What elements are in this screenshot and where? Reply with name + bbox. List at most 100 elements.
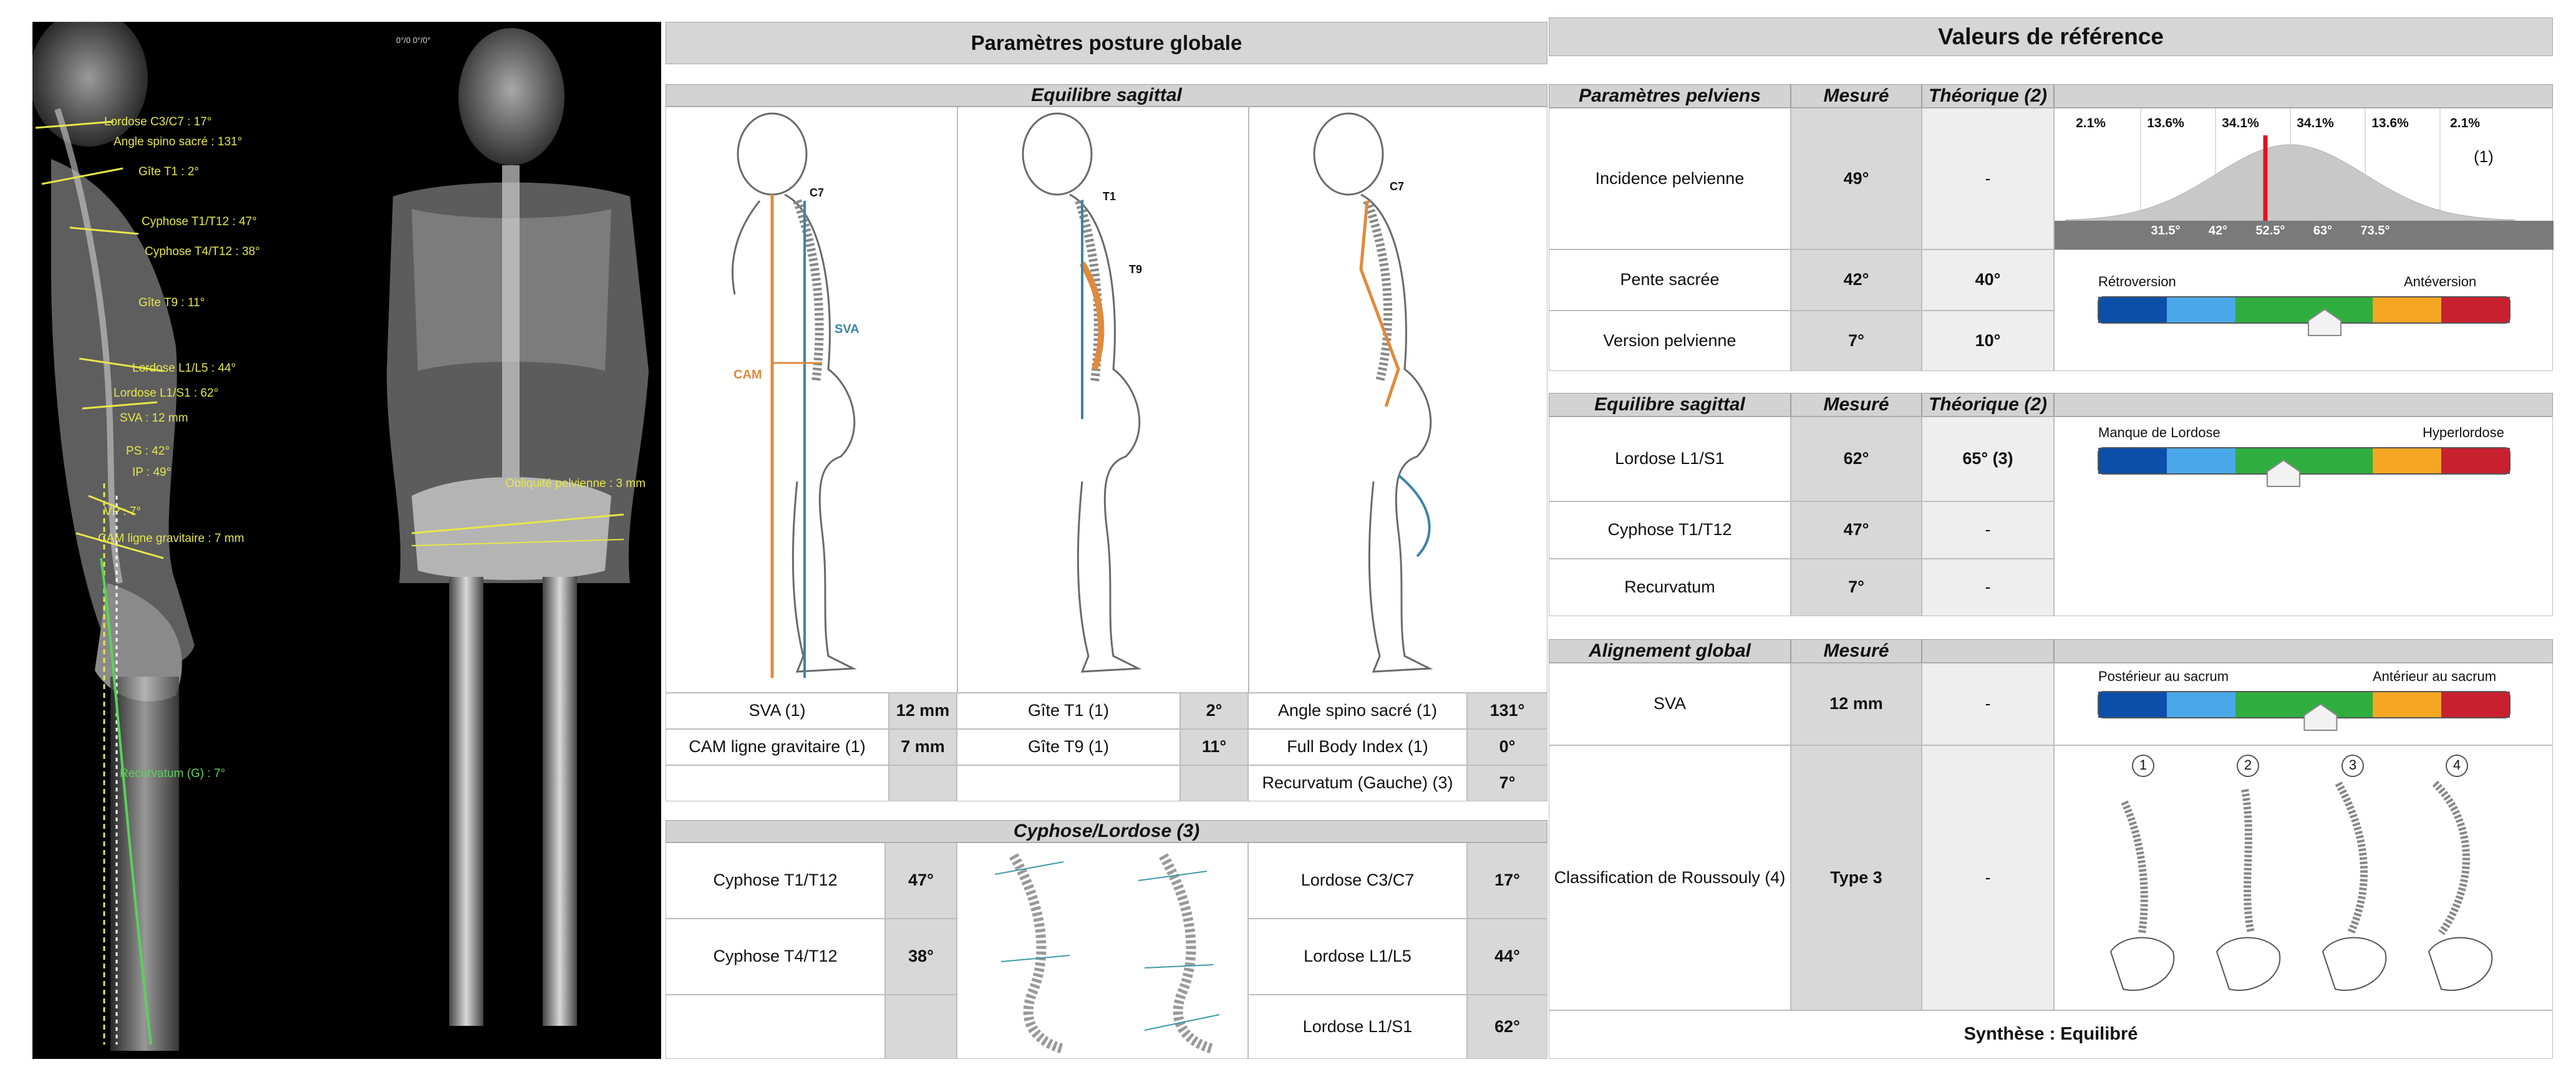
- gauge-segment: [2235, 297, 2304, 323]
- roussouly-types: 1 2 3 4: [2054, 745, 2553, 1010]
- axis-4: 73.5°: [2360, 224, 2390, 238]
- label-t1: T1: [1103, 190, 1116, 203]
- cell-recurvatum-label: Recurvatum (Gauche) (3): [1248, 765, 1467, 801]
- cell-roussouly-theo: -: [1922, 745, 2054, 1010]
- gauge-segment: [2373, 297, 2441, 323]
- type-3: 3: [2348, 757, 2357, 773]
- sagittal-figures-svg: [731, 107, 1433, 693]
- gauge-lordose-left: Manque de Lordose: [2098, 425, 2220, 440]
- distribution-chart: 2.1% 13.6% 34.1% 34.1% 13.6% 2.1% (1) 31…: [2054, 108, 2554, 250]
- pelvic-hdr-mesure: Mesuré: [1791, 84, 1922, 108]
- cell-incidence-label: Incidence pelvienne: [1549, 108, 1791, 249]
- sag-hdr-blank: [2054, 393, 2553, 417]
- spine-illustrations-svg: [994, 853, 1220, 1054]
- figure-spino: [1313, 112, 1433, 673]
- label-sva: SVA: [835, 322, 859, 336]
- cell-sva-label: SVA (1): [666, 693, 889, 729]
- gauge-lordose-right: Hyperlordose: [2423, 425, 2504, 440]
- pct-2: 34.1%: [2222, 116, 2259, 130]
- cell-version-label: Version pelvienne: [1549, 311, 1791, 371]
- cell-roussouly-value: Type 3: [1791, 745, 1922, 1010]
- gauge-segment: [2098, 692, 2167, 718]
- gauge-segment: [2441, 692, 2510, 718]
- gauge-segment: [2373, 692, 2441, 718]
- pct-3: 34.1%: [2297, 116, 2334, 130]
- type-1: 1: [2139, 757, 2147, 773]
- cell-recurv-theo: -: [1922, 559, 2054, 616]
- ann-cyphose-t1t12: Cyphose T1/T12 : 47°: [142, 215, 257, 228]
- cell-lordose-value: 62°: [1791, 417, 1922, 501]
- ann-lordose-l1l5: Lordose L1/L5 : 44°: [132, 362, 236, 375]
- frontal-header-text: 0°/0 0°/0°: [396, 36, 431, 45]
- roussouly-svg: [2109, 755, 2493, 991]
- cell-recurv-value: 7°: [1791, 559, 1922, 616]
- xray-lateral: Lordose C3/C7 : 17° Angle spino sacré : …: [29, 9, 374, 1059]
- ann-recurvatum: Recurvatum (G) : 7°: [120, 767, 226, 780]
- xray-lateral-image: [29, 9, 195, 1051]
- cell-lordose-label: Lordose L1/S1: [1549, 417, 1791, 501]
- gauge-segment: [2373, 448, 2441, 474]
- align-hdr-blank2: [2054, 639, 2553, 663]
- gauge-segment: [2167, 297, 2235, 323]
- pelvic-hdr-theorique: Théorique (2): [1922, 84, 2054, 108]
- ann-angle-spino: Angle spino sacré : 131°: [114, 135, 243, 148]
- cell-pente-value: 42°: [1791, 249, 1922, 311]
- cell-recurv-label: Recurvatum: [1549, 559, 1791, 616]
- gauge-segment: [2167, 692, 2235, 718]
- cell-empty-2: [889, 765, 957, 801]
- ann-sva: SVA : 12 mm: [120, 412, 188, 425]
- cell-cyphose-label: Cyphose T1/T12: [1549, 501, 1791, 559]
- gauge-segment: [2098, 297, 2167, 323]
- synthesis: Synthèse : Equilibré: [1549, 1010, 2553, 1059]
- ann-lordose-c3c7: Lordose C3/C7 : 17°: [104, 115, 212, 128]
- cyphose-header: Cyphose/Lordose (3): [666, 820, 1547, 843]
- label-c7: C7: [810, 186, 825, 199]
- gauge-pelvic-bar: [2098, 296, 2511, 336]
- cell-pente-label: Pente sacrée: [1549, 249, 1791, 311]
- pelvic-hdr-param: Paramètres pelviens: [1549, 84, 1791, 108]
- sagittal-figures: C7 SVA CAM T1 T9 C7: [666, 107, 1547, 693]
- cell-gite-t1-label: Gîte T1 (1): [957, 693, 1180, 729]
- pelvic-gauge-area: Rétroversion Antéversion: [2054, 249, 2553, 371]
- cell-sva-r-label: SVA: [1549, 663, 1791, 745]
- cell-roussouly-label: Classification de Roussouly (4): [1549, 745, 1791, 1010]
- cell-cam-label: CAM ligne gravitaire (1): [666, 729, 889, 765]
- cell-lordose-l1l5-value: 44°: [1467, 919, 1547, 995]
- gauge-segment: [2098, 448, 2167, 474]
- cell-incidence-value: 49°: [1791, 108, 1922, 249]
- cell-cyphose-t4t12-label: Cyphose T4/T12: [666, 919, 885, 995]
- label-t9: T9: [1129, 263, 1143, 276]
- gauge-outline: [2098, 447, 2511, 475]
- pct-4: 13.6%: [2371, 116, 2409, 130]
- cell-gite-t1-value: 2°: [1180, 693, 1248, 729]
- lordose-gauge-area: Manque de Lordose Hyperlordose: [2054, 417, 2553, 616]
- cell-fbi-value: 0°: [1467, 729, 1547, 765]
- gauge-pointer: [2303, 703, 2338, 731]
- pct-1: 13.6%: [2147, 116, 2184, 130]
- axis-0: 31.5°: [2151, 224, 2181, 238]
- cell-lordose-l1s1-label: Lordose L1/S1: [1248, 995, 1467, 1059]
- pct-0: 2.1%: [2076, 116, 2106, 130]
- cell-cyphose-empty: [666, 995, 885, 1059]
- ann-obliquite: Obliquité pelvienne : 3 mm: [505, 477, 646, 490]
- align-hdr-blank: [1922, 639, 2054, 663]
- sagittal-header: Equilibre sagittal: [666, 84, 1547, 107]
- gauge-pointer: [2267, 459, 2300, 487]
- cell-sva-r-value: 12 mm: [1791, 663, 1922, 745]
- ann-cam: CAM ligne gravitaire : 7 mm: [98, 532, 245, 545]
- cell-cyphose-t1t12-label: Cyphose T1/T12: [666, 843, 885, 919]
- align-hdr-param: Alignement global: [1549, 639, 1791, 663]
- gauge-segment: [2441, 297, 2510, 323]
- gauge-segment: [2304, 448, 2373, 474]
- figure-sva: [731, 112, 857, 673]
- cell-lordose-theo: 65° (3): [1922, 417, 2054, 501]
- axis-3: 63°: [2313, 224, 2333, 238]
- cell-lordose-l1s1-value: 62°: [1467, 995, 1547, 1059]
- gauge-lordose-bar: [2098, 447, 2511, 487]
- ann-gite-t9: Gîte T9 : 11°: [138, 296, 205, 309]
- cell-empty-1: [666, 765, 889, 801]
- cell-cyphose-theo: -: [1922, 501, 2054, 559]
- gauge-sva-bar: [2098, 691, 2511, 731]
- distribution-note: (1): [2474, 147, 2494, 166]
- gauge-pelvic-left: Rétroversion: [2098, 274, 2176, 289]
